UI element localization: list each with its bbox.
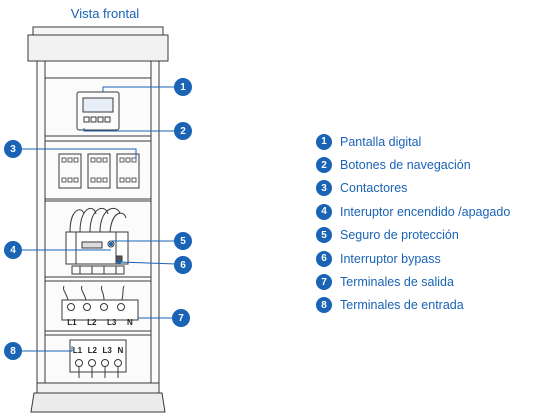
legend-label-4: Interuptor encendido /apagado (340, 204, 511, 219)
legend-number-8: 8 (316, 297, 332, 314)
output-terminal-labels: L1 L2 L3 N (62, 318, 138, 327)
callout-7: 7 (172, 309, 190, 327)
legend-item-input-terminals: 8 Terminales de entrada (316, 294, 510, 317)
legend-label-7: Terminales de salida (340, 275, 454, 290)
callout-5: 5 (174, 232, 192, 250)
input-terminal-n: N (117, 346, 124, 355)
legend: 1 Pantalla digital 2 Botones de navegaci… (316, 130, 510, 317)
legend-number-4: 4 (316, 203, 332, 220)
callout-2: 2 (174, 122, 192, 140)
legend-label-8: Terminales de entrada (340, 298, 464, 313)
cabinet-base (30, 382, 166, 413)
legend-number-2: 2 (316, 157, 332, 174)
legend-item-navigation-buttons: 2 Botones de navegación (316, 153, 510, 176)
callout-leaders (22, 86, 177, 352)
legend-number-1: 1 (316, 133, 332, 150)
output-terminal-l1: L1 (67, 318, 77, 327)
cabinet-top-cap (27, 26, 169, 62)
callout-8: 8 (4, 342, 22, 360)
input-terminal-labels: L1 L2 L3 N (70, 346, 126, 355)
legend-item-power-switch: 4 Interuptor encendido /apagado (316, 200, 510, 223)
output-terminal-l2: L2 (87, 318, 97, 327)
output-terminal-section (44, 280, 152, 332)
legend-item-display: 1 Pantalla digital (316, 130, 510, 153)
legend-label-5: Seguro de protección (340, 228, 459, 243)
legend-label-1: Pantalla digital (340, 134, 422, 149)
legend-number-7: 7 (316, 274, 332, 291)
legend-number-5: 5 (316, 227, 332, 244)
legend-label-2: Botones de navegación (340, 158, 471, 173)
output-terminal-l3: L3 (107, 318, 117, 327)
callout-1: 1 (174, 78, 192, 96)
legend-label-3: Contactores (340, 181, 408, 196)
breaker-section (44, 200, 152, 278)
callout-3: 3 (4, 140, 22, 158)
legend-label-6: Interruptor bypass (340, 251, 441, 266)
display-section (44, 77, 152, 137)
input-terminal-l2: L2 (87, 346, 97, 355)
contactors-section (44, 140, 152, 200)
legend-item-contactors: 3 Contactores (316, 177, 510, 200)
legend-item-bypass-switch: 6 Interruptor bypass (316, 247, 510, 270)
callout-4: 4 (4, 241, 22, 259)
legend-item-protection-lock: 5 Seguro de protección (316, 224, 510, 247)
input-terminal-section (44, 334, 152, 384)
diagram-title: Vista frontal (70, 6, 140, 21)
legend-number-3: 3 (316, 180, 332, 197)
input-terminal-l3: L3 (102, 346, 112, 355)
output-terminal-n: N (126, 318, 133, 327)
legend-item-output-terminals: 7 Terminales de salida (316, 270, 510, 293)
input-terminal-l1: L1 (72, 346, 83, 355)
callout-6: 6 (174, 256, 192, 274)
legend-number-6: 6 (316, 250, 332, 267)
